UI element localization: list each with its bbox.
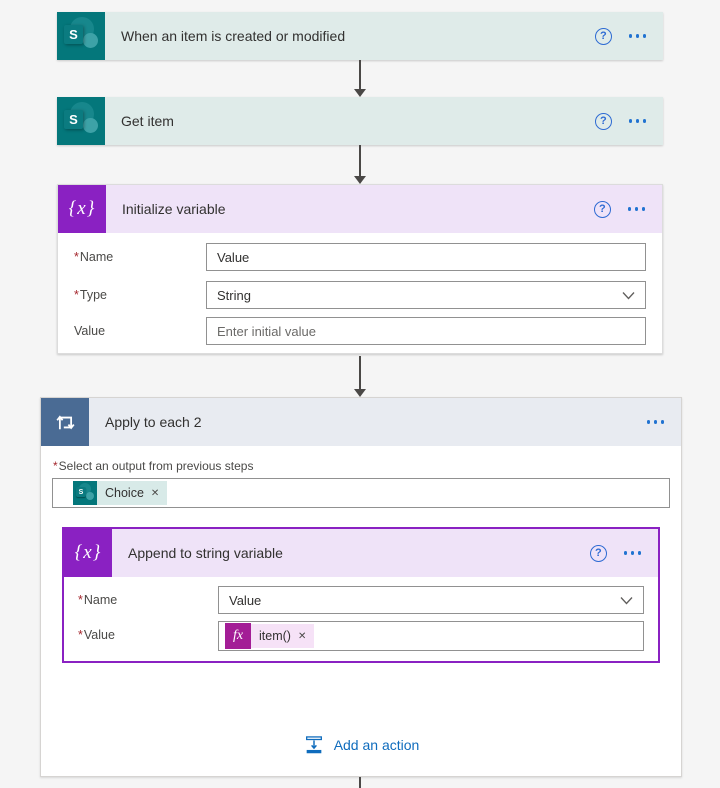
get-item-card: S Get item ? bbox=[57, 97, 663, 145]
append-name-dropdown[interactable]: Value bbox=[218, 586, 644, 614]
sharepoint-s-glyph: S bbox=[64, 110, 83, 129]
initialize-variable-card: {x} Initialize variable ? *Name *Type St… bbox=[57, 184, 663, 354]
connector-arrow bbox=[352, 145, 368, 184]
help-icon[interactable]: ? bbox=[594, 27, 612, 45]
select-output-label: *Select an output from previous steps bbox=[53, 459, 254, 473]
type-field-label: *Type bbox=[74, 288, 107, 302]
append-to-string-card-header[interactable]: {x} Append to string variable ? bbox=[64, 529, 658, 577]
dismiss-icon[interactable]: ✕ bbox=[297, 630, 307, 642]
get-item-card-header[interactable]: S Get item ? bbox=[57, 97, 663, 145]
sharepoint-icon: S bbox=[57, 12, 105, 60]
apply-to-each-loop-icon bbox=[41, 398, 89, 446]
more-menu-icon[interactable] bbox=[628, 115, 646, 126]
get-item-title: Get item bbox=[121, 113, 174, 129]
connector-arrow bbox=[352, 60, 368, 97]
append-name-label: *Name bbox=[78, 593, 118, 607]
value-field-label: Value bbox=[74, 324, 106, 338]
connector-arrow bbox=[352, 356, 368, 397]
append-to-string-title: Append to string variable bbox=[128, 545, 283, 561]
add-action-button[interactable]: Add an action bbox=[41, 734, 681, 756]
more-menu-icon[interactable] bbox=[623, 547, 641, 558]
dismiss-icon[interactable]: ✕ bbox=[150, 487, 160, 499]
help-icon[interactable]: ? bbox=[593, 200, 611, 218]
variable-icon: {x} bbox=[64, 529, 112, 577]
fx-icon: fx bbox=[225, 623, 251, 649]
value-input[interactable] bbox=[206, 317, 646, 345]
help-icon[interactable]: ? bbox=[589, 544, 607, 562]
select-output-input[interactable]: S Choice ✕ bbox=[52, 478, 670, 508]
more-menu-icon[interactable] bbox=[627, 203, 645, 214]
chevron-down-icon bbox=[620, 596, 633, 604]
apply-to-each-title: Apply to each 2 bbox=[105, 414, 202, 430]
more-menu-icon[interactable] bbox=[646, 416, 664, 427]
append-value-input[interactable]: fx item() ✕ bbox=[218, 621, 644, 651]
name-input[interactable] bbox=[206, 243, 646, 271]
append-value-label: *Value bbox=[78, 628, 115, 642]
add-action-icon bbox=[305, 736, 322, 754]
choice-token-label: Choice bbox=[105, 486, 144, 500]
trigger-card-header[interactable]: S When an item is created or modified ? bbox=[57, 12, 663, 60]
sharepoint-icon: S bbox=[57, 97, 105, 145]
more-menu-icon[interactable] bbox=[628, 30, 646, 41]
choice-token[interactable]: S Choice ✕ bbox=[73, 481, 168, 505]
add-action-label: Add an action bbox=[333, 737, 420, 753]
sharepoint-s-glyph: S bbox=[64, 25, 83, 44]
initialize-variable-title: Initialize variable bbox=[122, 201, 226, 217]
type-dropdown[interactable]: String bbox=[206, 281, 646, 309]
connector-stub bbox=[359, 777, 361, 788]
trigger-card: S When an item is created or modified ? bbox=[57, 12, 663, 60]
trigger-title: When an item is created or modified bbox=[121, 28, 346, 44]
expression-token[interactable]: fx item() ✕ bbox=[225, 623, 315, 649]
help-icon[interactable]: ? bbox=[594, 112, 612, 130]
append-to-string-card: {x} Append to string variable ? *Name bbox=[62, 527, 660, 663]
apply-to-each-header[interactable]: Apply to each 2 bbox=[41, 398, 681, 446]
chevron-down-icon bbox=[622, 291, 635, 299]
apply-to-each-scope: Apply to each 2 *Select an output from p… bbox=[40, 397, 682, 777]
expression-token-label: item() bbox=[259, 629, 291, 643]
variable-icon: {x} bbox=[58, 185, 106, 233]
name-field-label: *Name bbox=[74, 250, 114, 264]
sharepoint-icon: S bbox=[73, 481, 97, 505]
initialize-variable-card-header[interactable]: {x} Initialize variable ? bbox=[58, 185, 662, 233]
